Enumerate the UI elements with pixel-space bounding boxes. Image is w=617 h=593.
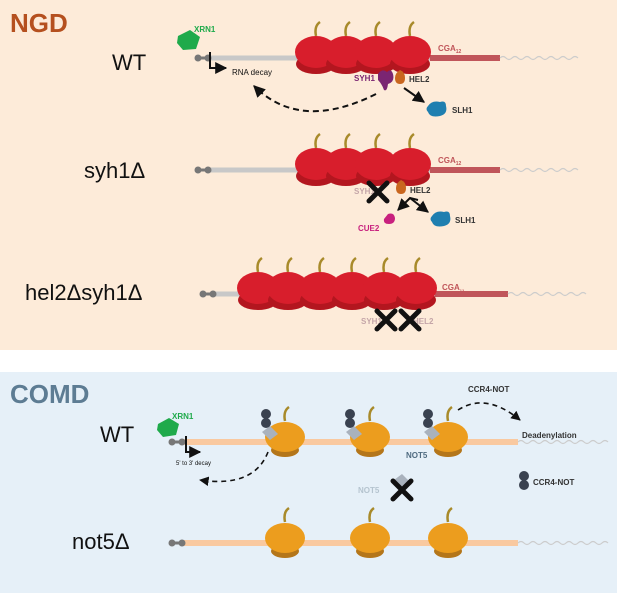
ngd-hel2d-row: hel2Δsyh1Δ CGA12 SYH1 HEL2 xyxy=(25,256,587,329)
polya-tail xyxy=(499,55,579,61)
hel2-faded-label: HEL2 xyxy=(413,317,434,326)
xrn1-icon xyxy=(157,418,179,437)
xrn1-label: XRN1 xyxy=(172,412,194,421)
hel2-icon xyxy=(395,70,405,84)
comd-not5d-row: not5Δ xyxy=(72,506,609,560)
polya-tail xyxy=(499,167,579,173)
cga-label: CGA12 xyxy=(438,44,462,55)
rna-decay-label: RNA decay xyxy=(232,68,272,77)
ccr4-not-complex xyxy=(345,409,362,440)
polya-tail xyxy=(517,540,609,546)
cleavage-arrow xyxy=(185,436,202,458)
decay-label: 5' to 3' decay xyxy=(176,461,211,467)
polya-tail xyxy=(507,291,587,297)
deadenylation-label: Deadenylation xyxy=(522,431,577,440)
hel2-icon xyxy=(396,180,406,194)
ngd-wt-genotype: WT xyxy=(112,50,146,75)
ngd-wt-row: WT XRN1 RNA decay CGA12 SYH1 HEL2 SLH1 xyxy=(112,20,579,117)
slh1-icon xyxy=(430,211,451,227)
slh1-icon xyxy=(426,101,447,117)
syh1-faded-label: SYH1 xyxy=(354,187,375,196)
comd-wt-row: WT XRN1 5' to 3' decay CCR4-NOT Deadenyl… xyxy=(100,385,609,490)
ccr4-not-complex xyxy=(261,409,278,440)
ngd-hel2d-genotype: hel2Δsyh1Δ xyxy=(25,280,143,305)
branch-arrow xyxy=(409,197,429,213)
syh1-icon xyxy=(378,70,394,91)
comd-panel xyxy=(0,372,617,593)
cleavage-arrow xyxy=(209,52,228,74)
ccr4-not-complex xyxy=(423,409,440,440)
deadenylation-dashed-arrow xyxy=(457,402,521,421)
polya-tail xyxy=(517,439,609,445)
cga-label: CGA12 xyxy=(438,156,462,167)
comd-title: COMD xyxy=(10,379,89,409)
hel2-to-slh1-arrow xyxy=(403,87,425,103)
xrn1-label: XRN1 xyxy=(194,25,216,34)
syh1-faded-label: SYH1 xyxy=(361,317,382,326)
not5-label: NOT5 xyxy=(406,451,428,460)
hel2-label: HEL2 xyxy=(409,75,430,84)
cue2-icon xyxy=(383,213,395,224)
cga-label: CGA12 xyxy=(442,283,465,293)
comd-wt-genotype: WT xyxy=(100,422,134,447)
ccr4-not-top-label: CCR4-NOT xyxy=(468,385,509,394)
ngd-title: NGD xyxy=(10,8,68,38)
xrn1-icon xyxy=(177,30,200,50)
slh1-label: SLH1 xyxy=(455,216,476,225)
hel2-label: HEL2 xyxy=(410,186,431,195)
not5-faded-label: NOT5 xyxy=(358,486,380,495)
ccr4-not-legend-label: CCR4-NOT xyxy=(533,478,574,487)
cue2-label: CUE2 xyxy=(358,224,380,233)
ngd-syh1d-row: syh1Δ CGA12 SYH1 HEL2 CUE2 SLH1 xyxy=(84,132,579,233)
comd-not5d-genotype: not5Δ xyxy=(72,529,130,554)
slh1-label: SLH1 xyxy=(452,106,473,115)
syh1-label: SYH1 xyxy=(354,74,375,83)
decay-dashed-arrow xyxy=(253,85,377,113)
ngd-syh1d-genotype: syh1Δ xyxy=(84,158,145,183)
not5-deletion: NOT5 xyxy=(358,474,412,499)
